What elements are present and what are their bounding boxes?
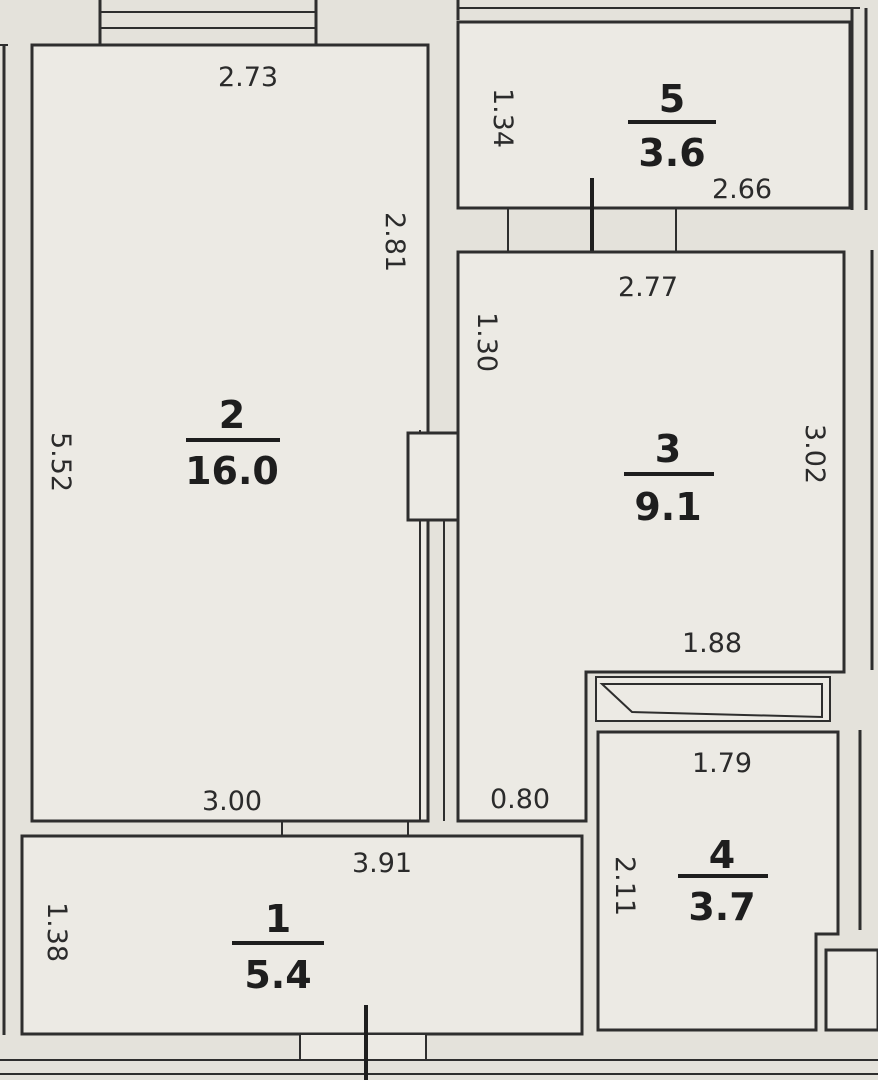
bathtub <box>595 676 831 722</box>
room-label-5: 5 3.6 <box>628 77 716 175</box>
room-area: 3.6 <box>638 131 705 175</box>
dim-door-gap: 0.80 <box>490 784 550 815</box>
dim-r2-bottom: 3.00 <box>202 786 262 817</box>
room-5 <box>456 20 852 210</box>
dim-r3-top: 2.77 <box>618 272 678 303</box>
room-label-3: 3 9.1 <box>624 427 714 529</box>
room-label-1: 1 5.4 <box>232 897 324 997</box>
dim-r5-left: 1.34 <box>487 88 518 148</box>
dim-r3-bottom: 1.88 <box>682 628 742 659</box>
room-area: 16.0 <box>185 449 279 493</box>
room-1 <box>20 834 584 1036</box>
room-label-4: 4 3.7 <box>678 833 768 929</box>
dim-r3-right: 3.02 <box>799 424 830 484</box>
dim-r3-left: 1.30 <box>471 312 502 372</box>
room-number: 1 <box>265 897 291 941</box>
dim-r2-right: 2.81 <box>379 212 410 272</box>
room-area: 9.1 <box>634 485 701 529</box>
room-2 <box>30 43 430 823</box>
dim-r4-top: 1.79 <box>692 748 752 779</box>
room-area: 5.4 <box>244 953 311 997</box>
room-label-2: 2 16.0 <box>185 393 280 493</box>
dim-r5-bottom: 2.66 <box>712 174 772 205</box>
dim-r2-top: 2.73 <box>218 62 278 93</box>
shaft-box <box>824 948 878 1032</box>
dim-r1-left: 1.38 <box>41 902 72 962</box>
room-4 <box>596 730 840 1032</box>
dim-r1-top: 3.91 <box>352 848 412 879</box>
room-number: 3 <box>655 427 681 471</box>
dim-r4-left: 2.11 <box>609 856 640 916</box>
room-area: 3.7 <box>688 885 755 929</box>
dim-r2-left: 5.52 <box>45 432 76 492</box>
room-number: 2 <box>219 393 245 437</box>
room-number: 5 <box>659 77 685 121</box>
entrance-door <box>299 1005 427 1080</box>
room-number: 4 <box>709 833 735 877</box>
